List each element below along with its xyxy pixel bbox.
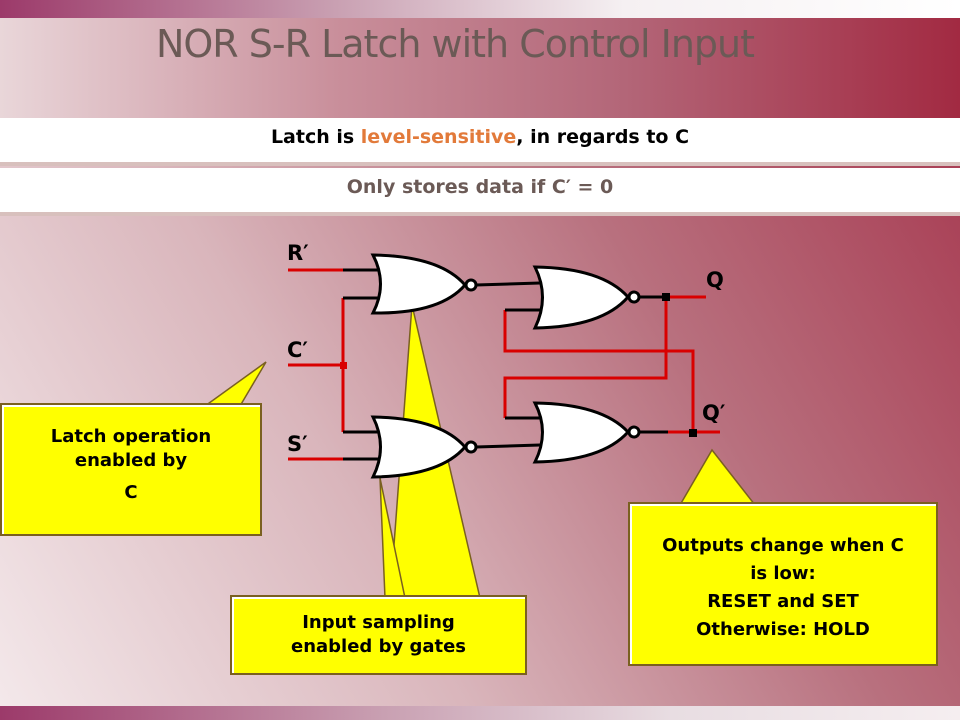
callout-text: enabled by gates (290, 636, 467, 657)
label-q-prime: Q′ (702, 401, 726, 425)
callout-text: Otherwise: HOLD (696, 619, 870, 640)
inversion-bubble (627, 290, 641, 304)
label-c-prime: C′ (287, 338, 308, 362)
right-callout-pointer (678, 448, 757, 506)
nor-gate-q-output (532, 265, 631, 330)
title-band (0, 18, 960, 118)
callout-text: Input sampling (302, 612, 455, 633)
bottom-band (0, 706, 960, 720)
left-callout-pointer (202, 361, 267, 407)
callout-text: enabled by (74, 450, 188, 471)
junction-q (662, 293, 670, 301)
junction-qbar (689, 429, 697, 437)
inversion-bubble (464, 440, 478, 454)
callout-latch-operation: Latch operation enabled by C (0, 403, 262, 536)
callout-outputs-change: Outputs change when C is low: RESET and … (628, 502, 938, 666)
slide-title: NOR S-R Latch with Control Input (155, 22, 755, 66)
subtitle-suffix: , in regards to C (516, 126, 690, 148)
label-q: Q (706, 268, 724, 292)
nor-gate-qbar-output (532, 401, 631, 464)
label-r-prime: R′ (287, 241, 309, 265)
callout-text: Outputs change when C (662, 535, 904, 556)
black-wires (343, 268, 668, 461)
callout-input-sampling: Input sampling enabled by gates (230, 595, 527, 675)
subtitle-level-sensitive: Latch is level-sensitive, in regards to … (0, 118, 960, 166)
top-band (0, 0, 960, 18)
callout-text: is low: (750, 563, 816, 584)
callout-text: RESET and SET (707, 591, 859, 612)
junction-c (340, 362, 347, 369)
inversion-bubble (627, 425, 641, 439)
nor-gate-s-input (370, 415, 467, 479)
label-s-prime: S′ (287, 432, 308, 456)
callout-text: Latch operation (50, 426, 212, 447)
subtitle-highlight: level-sensitive (360, 126, 517, 148)
callout-text: C (124, 482, 138, 503)
subtitle-prefix: Latch is (270, 126, 361, 148)
inversion-bubble (464, 278, 478, 292)
subtitle-stores-data: Only stores data if C′ = 0 (0, 168, 960, 216)
nor-gate-r-input (370, 253, 467, 315)
